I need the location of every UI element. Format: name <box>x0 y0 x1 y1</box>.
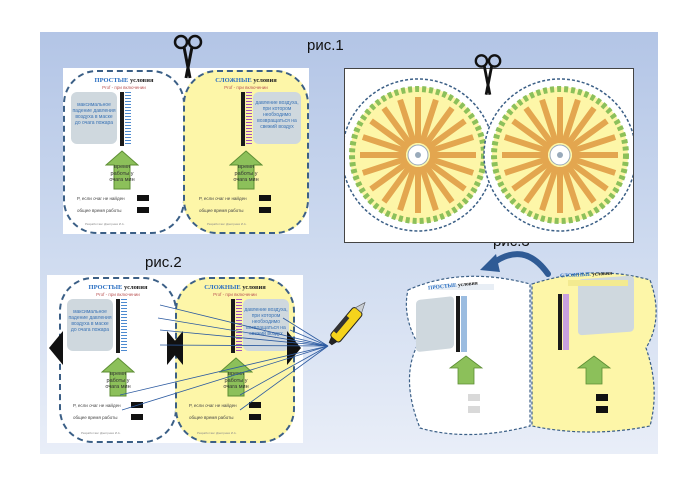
scissors-icon <box>173 34 203 79</box>
complex-time-box <box>259 207 271 213</box>
simple-2-arrow-text: время работы у очага мин <box>105 371 131 390</box>
complex-2-pressure-bar <box>231 299 235 353</box>
complex-card-2: СЛОЖНЫЕ условия Prof - при включении дав… <box>175 277 295 443</box>
simple-gray-block <box>71 92 117 144</box>
complex-foot-line2: общее время работы <box>199 208 244 213</box>
complex-card-title: СЛОЖНЫЕ условия <box>185 77 307 84</box>
simple-2-block-text: максимальное падение давления воздуха в … <box>68 309 112 333</box>
complex-2-up-arrow-icon <box>219 357 253 397</box>
simple-title-word: ПРОСТЫЕ <box>94 77 129 84</box>
complex-title-word: СЛОЖНЫЕ <box>215 77 252 84</box>
simple-2-note: Разработчик: Дмитриев И.А. <box>81 431 121 435</box>
simple-2-gray-block <box>67 299 113 351</box>
figure-2-label: рис.2 <box>145 254 182 271</box>
simple-card-subtitle: Prof - при включении <box>102 85 146 90</box>
simple-time-box <box>137 207 149 213</box>
complex-2-foot-line2: общее время работы <box>189 415 234 420</box>
scissors-icon <box>474 54 502 95</box>
complex-scale <box>246 92 252 146</box>
figure-1-cards: ПРОСТЫЕ условия Prof - при включении мак… <box>63 68 309 234</box>
complex-value-box <box>259 195 271 201</box>
simple-2-pressure-bar <box>116 299 120 353</box>
simple-card-2-subtitle: Prof - при включении <box>96 292 140 297</box>
figure-1-label: рис.1 <box>307 37 344 54</box>
simple-2-foot-line2: общее время работы <box>73 415 118 420</box>
complex-2-block-text: давление воздуха, при котором необходимо… <box>244 307 288 337</box>
simple-2-up-arrow-icon <box>101 357 135 397</box>
complex-2-title-rest: условия <box>242 284 266 291</box>
complex-2-note: Разработчик: Дмитриев И.А. <box>197 431 237 435</box>
complex-2-title-word: СЛОЖНЫЕ <box>204 284 241 291</box>
complex-gray-block <box>253 92 301 144</box>
complex-pressure-bar <box>241 92 245 146</box>
complex-card-2-subtitle: Prof - при включении <box>213 292 257 297</box>
complex-block-text: давление воздуха, при котором необходимо… <box>255 100 299 130</box>
complex-title-rest: условия <box>253 77 277 84</box>
simple-2-time-box <box>131 414 143 420</box>
wheel-panel <box>344 68 634 243</box>
simple-2-title-rest: условия <box>124 284 148 291</box>
complex-arrow-text: время работы у очага мин <box>233 164 259 183</box>
complex-up-arrow-icon <box>229 150 263 190</box>
simple-card: ПРОСТЫЕ условия Prof - при включении мак… <box>63 70 185 234</box>
complex-2-scale <box>236 299 242 353</box>
curved-arrow-icon <box>480 251 551 277</box>
complex-2-gray-block <box>243 299 289 351</box>
figure-2-cards: ПРОСТЫЕ условия Prof - при включении мак… <box>47 275 303 443</box>
simple-card-2: ПРОСТЫЕ условия Prof - при включении мак… <box>59 277 177 443</box>
simple-2-foot-line1: P, если очаг не найден <box>73 403 121 408</box>
simple-2-scale <box>121 299 127 353</box>
complex-2-foot-line1: P, если очаг не найден <box>189 403 237 408</box>
simple-note: Разработчик: Дмитриев И.А. <box>85 222 125 226</box>
complex-2-time-box <box>249 414 261 420</box>
complex-note: Разработчик: Дмитриев И.А. <box>207 222 247 226</box>
simple-scale <box>125 92 131 146</box>
simple-up-arrow-icon <box>105 150 139 190</box>
complex-2-value-box <box>249 402 261 408</box>
simple-foot-line1: P, если очаг не найден <box>77 196 125 201</box>
complex-card-2-title: СЛОЖНЫЕ условия <box>177 284 293 291</box>
complex-card: СЛОЖНЫЕ условия Prof - при включении дав… <box>183 70 309 234</box>
simple-pressure-bar <box>120 92 124 146</box>
simple-value-box <box>137 195 149 201</box>
utility-knife-icon <box>328 301 366 346</box>
complex-2-arrow-text: время работы у очага мин <box>223 371 249 390</box>
folded-cards-drawing <box>405 272 657 436</box>
simple-2-title-word: ПРОСТЫЕ <box>88 284 123 291</box>
complex-foot-line1: P, если очаг не найден <box>199 196 247 201</box>
simple-arrow-text: время работы у очага мин <box>109 164 135 183</box>
complex-card-subtitle: Prof - при включении <box>224 85 268 90</box>
simple-card-2-title: ПРОСТЫЕ условия <box>61 284 175 291</box>
simple-title-rest: условия <box>130 77 154 84</box>
fig3-complex-title-rest: условия <box>592 270 613 278</box>
simple-block-text: максимальное падение давления воздуха в … <box>72 102 116 126</box>
simple-card-title: ПРОСТЫЕ условия <box>65 77 183 84</box>
simple-foot-line2: общее время работы <box>77 208 122 213</box>
